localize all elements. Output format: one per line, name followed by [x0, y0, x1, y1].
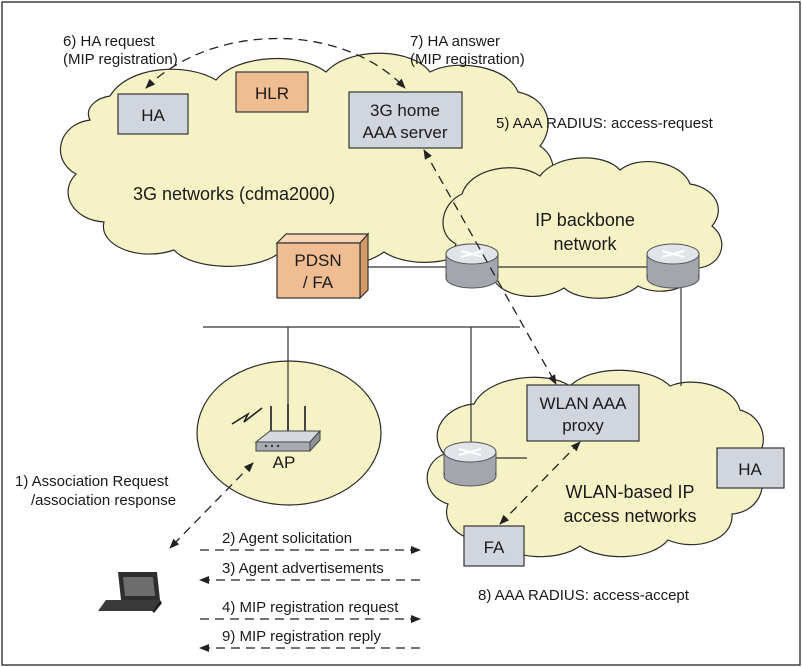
pdsn-label-1: PDSN [294, 251, 341, 270]
msg6-line2: (MIP registration) [63, 51, 178, 68]
cdma-cloud-label: 3G networks (cdma2000) [133, 184, 335, 204]
wlan-aaa-proxy-node: WLAN AAA proxy [526, 384, 640, 442]
hlr-label: HLR [255, 84, 289, 103]
msg9-label: 9) MIP registration reply [222, 628, 381, 645]
msg4-label: 4) MIP registration request [222, 599, 399, 616]
msg1-line1: 1) Association Request [15, 473, 169, 490]
aaa-home-label-2: AAA server [362, 123, 447, 142]
msg7-line1: 7) HA answer [410, 33, 500, 50]
router-icon-backbone-right [646, 243, 700, 289]
msg5-label: 5) AAA RADIUS: access-request [496, 115, 714, 132]
pdsn-fa-node: PDSN / FA [275, 232, 370, 300]
ha-request-answer-arrow [145, 37, 406, 89]
router-icon-backbone-left [445, 243, 499, 289]
ha-right-label: HA [738, 460, 762, 479]
msg1-line2: /association response [31, 492, 176, 509]
aaa-home-label-1: 3G home [370, 101, 440, 120]
wlan-proxy-label-1: WLAN AAA [540, 394, 628, 413]
fa-label: FA [484, 538, 505, 557]
msg8-label: 8) AAA RADIUS: access-accept [478, 587, 690, 604]
wireless-signal-icon [231, 407, 263, 425]
aaa-accept-arrow [499, 441, 581, 525]
msg6-line1: 6) HA request [63, 33, 156, 50]
aaa-home-server-node: 3G home AAA server [348, 91, 463, 149]
fa-node: FA [463, 525, 525, 567]
msg7-line2: (MIP registration) [410, 51, 525, 68]
wlan-label-2: access networks [563, 506, 696, 526]
ha-node-right: HA [716, 447, 785, 489]
backbone-label-1: IP backbone [535, 210, 635, 230]
hlr-node: HLR [235, 71, 309, 113]
ha-top-label: HA [141, 106, 165, 125]
router-icon-wlan [443, 441, 497, 487]
wlan-label-1: WLAN-based IP [565, 482, 694, 502]
wlan-proxy-label-2: proxy [562, 416, 604, 435]
pdsn-label-2: / FA [303, 273, 334, 292]
access-point-icon [254, 404, 322, 453]
ap-label: AP [273, 453, 296, 472]
association-arrow [169, 462, 254, 549]
backbone-label-2: network [553, 234, 617, 254]
ha-node-top: HA [117, 93, 189, 135]
laptop-icon [98, 572, 162, 613]
msg3-label: 3) Agent advertisements [222, 560, 384, 577]
msg2-label: 2) Agent solicitation [222, 530, 352, 547]
